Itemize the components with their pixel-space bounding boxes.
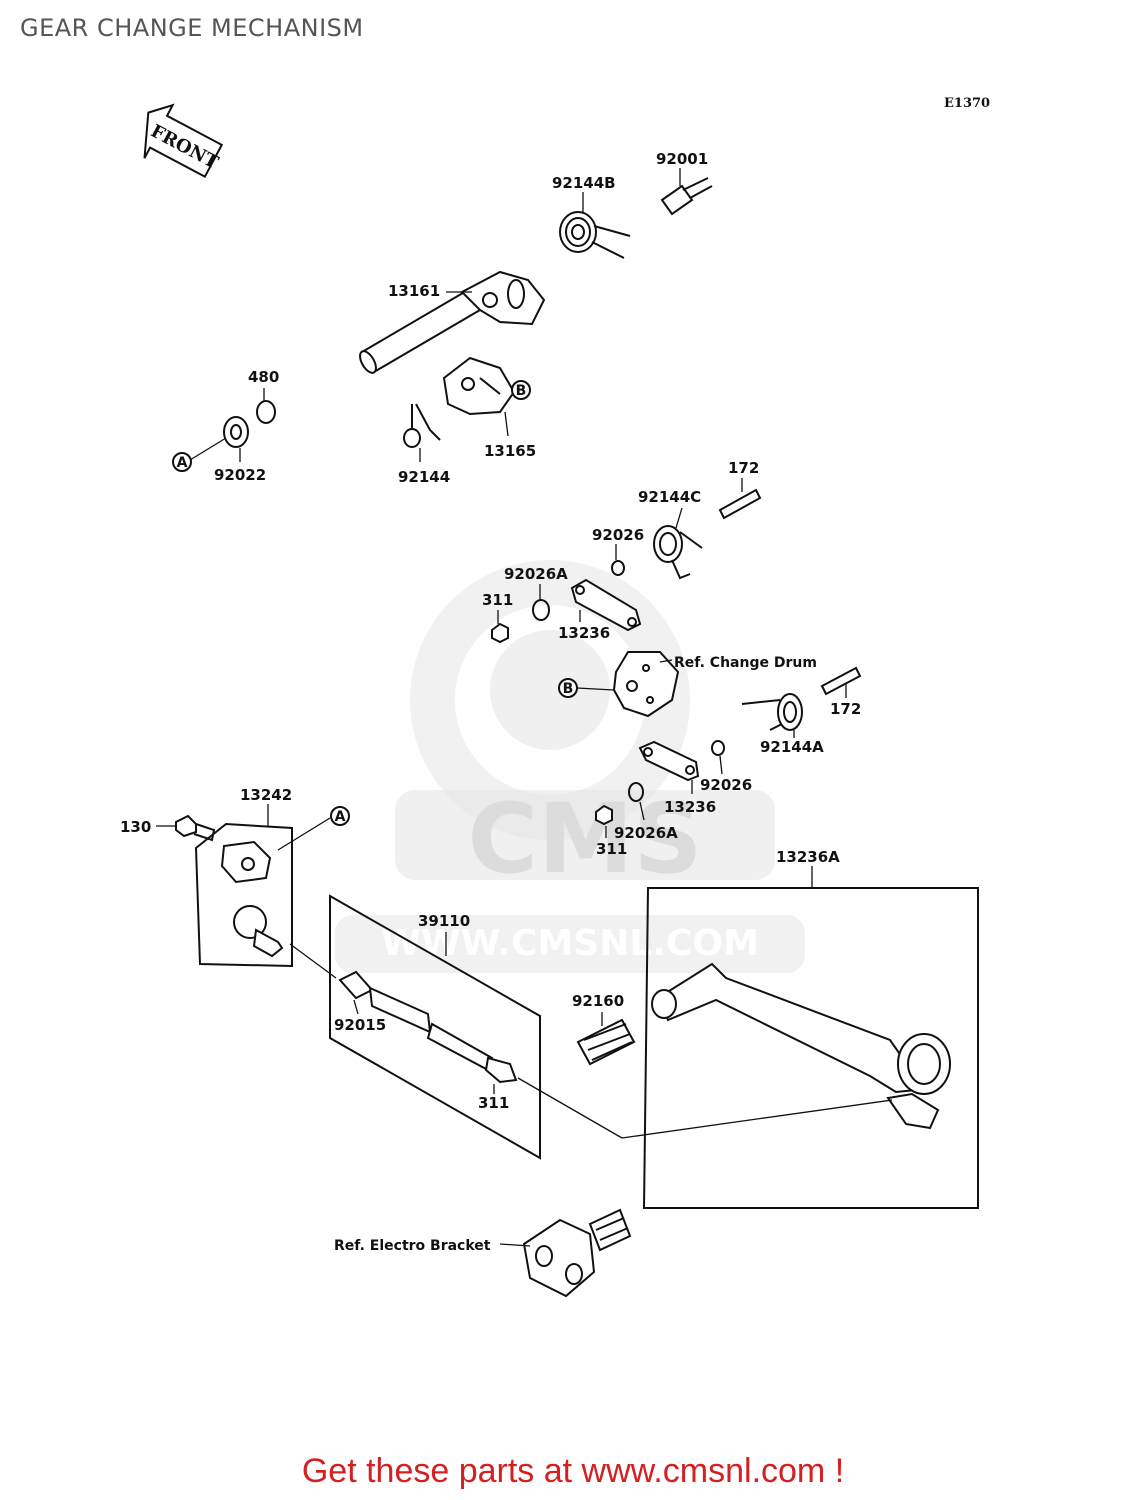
label-ref-change-drum: Ref. Change Drum xyxy=(674,655,817,671)
nut-311-upper xyxy=(491,610,509,644)
callout-a-left-label: A xyxy=(177,455,188,471)
washer-92026-upper xyxy=(611,544,625,576)
spring-92144A xyxy=(741,693,803,738)
label-92144: 92144 xyxy=(398,468,450,486)
pin-172-top xyxy=(718,478,762,520)
washer-92026A-lower xyxy=(628,782,645,821)
footer-cta[interactable]: Get these parts at www.cmsnl.com ! xyxy=(301,1452,845,1490)
nut-311-lower xyxy=(595,804,613,838)
label-92026-lower: 92026 xyxy=(700,776,752,794)
pedal-13236A xyxy=(642,866,979,1209)
link-13236-lower xyxy=(638,740,700,794)
link-13236-upper xyxy=(570,578,642,632)
label-13161: 13161 xyxy=(388,282,440,300)
label-311-upper: 311 xyxy=(482,591,513,609)
page-title: GEAR CHANGE MECHANISM xyxy=(20,14,364,42)
callout-b-top-label: B xyxy=(516,383,527,399)
lever-13242 xyxy=(194,804,331,968)
label-92001: 92001 xyxy=(656,150,708,168)
spring-92144 xyxy=(403,403,441,462)
label-92026A-upper: 92026A xyxy=(504,565,568,583)
plate-13165 xyxy=(442,356,516,437)
callout-b-drum: B xyxy=(558,678,615,698)
washer-92026-lower xyxy=(711,740,725,775)
callout-a-lever: A xyxy=(330,806,350,826)
label-92144B: 92144B xyxy=(552,174,616,192)
label-13236A: 13236A xyxy=(776,848,840,866)
label-92026A-lower: 92026A xyxy=(614,824,678,842)
diagram-code: E1370 xyxy=(944,96,991,111)
label-13165: 13165 xyxy=(484,442,536,460)
parts-diagram: CMS WWW.CMSNL.COM FRONT B xyxy=(120,103,979,1298)
callout-b-top: B xyxy=(511,380,531,400)
callout-a-left: A xyxy=(172,452,192,472)
spring-92144B xyxy=(559,192,631,259)
watermark-brand: CMS xyxy=(467,783,702,895)
label-ref-electro-bracket: Ref. Electro Bracket xyxy=(334,1238,491,1254)
spring-92160 xyxy=(576,1012,636,1066)
bolt-130 xyxy=(156,814,216,842)
washer-92022 xyxy=(189,416,249,462)
label-92144A: 92144A xyxy=(760,738,824,756)
front-arrow: FRONT xyxy=(143,103,224,179)
label-92144C: 92144C xyxy=(638,488,701,506)
label-92160: 92160 xyxy=(572,992,624,1010)
change-drum xyxy=(612,651,680,718)
callout-a-lever-label: A xyxy=(335,809,346,825)
bolt-92001 xyxy=(660,168,713,216)
label-172-lower: 172 xyxy=(830,700,861,718)
washer-92026A-upper xyxy=(532,584,550,621)
electro-bracket xyxy=(499,1208,632,1298)
label-130: 130 xyxy=(120,818,151,836)
label-172-top: 172 xyxy=(728,459,759,477)
label-13236-lower: 13236 xyxy=(664,798,716,816)
tie-rod-39110 xyxy=(329,894,541,1160)
label-13236-upper: 13236 xyxy=(558,624,610,642)
label-13242: 13242 xyxy=(240,786,292,804)
connector-lines xyxy=(289,943,893,1139)
callout-b-drum-label: B xyxy=(563,681,574,697)
spring-92144C xyxy=(653,507,703,580)
label-92022: 92022 xyxy=(214,466,266,484)
shaft-13161 xyxy=(359,270,546,374)
pin-172-lower xyxy=(820,666,862,698)
watermark: CMS WWW.CMSNL.COM xyxy=(335,560,805,973)
circlip-480 xyxy=(256,388,276,424)
label-311-lower: 311 xyxy=(596,840,627,858)
label-92026-upper: 92026 xyxy=(592,526,644,544)
label-480: 480 xyxy=(248,368,279,386)
label-39110: 39110 xyxy=(418,912,470,930)
watermark-url: WWW.CMSNL.COM xyxy=(381,923,759,964)
label-92015: 92015 xyxy=(334,1016,386,1034)
label-311-rod: 311 xyxy=(478,1094,509,1112)
